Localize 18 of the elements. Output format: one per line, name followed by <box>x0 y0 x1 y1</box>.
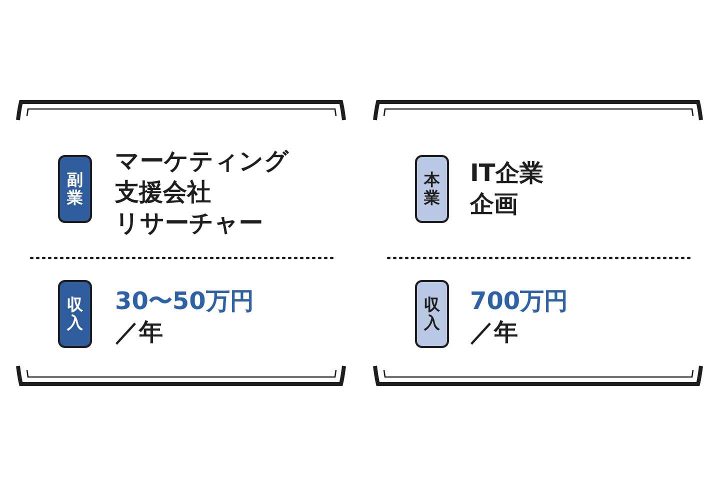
category-tag <box>415 155 449 223</box>
panel <box>372 98 704 388</box>
category-tag <box>58 280 92 348</box>
per-year-text: ／年 <box>470 317 518 348</box>
category-tag <box>58 155 92 223</box>
income-amount: 30〜50万円 <box>115 286 254 317</box>
panel <box>15 98 347 388</box>
job-description: IT企業 <box>470 158 544 189</box>
job-description: リサーチャー <box>115 208 263 239</box>
category-tag <box>415 280 449 348</box>
job-description: マーケティング支援会社 <box>115 146 290 208</box>
tag-label: 副業 <box>67 171 83 207</box>
job-description: 企画 <box>470 189 518 220</box>
tag-label: 収入 <box>67 296 83 332</box>
per-year-text: ／年 <box>115 317 163 348</box>
income-amount: 700万円 <box>470 286 568 317</box>
tag-label: 本業 <box>424 171 440 207</box>
tag-label: 収入 <box>424 296 440 332</box>
